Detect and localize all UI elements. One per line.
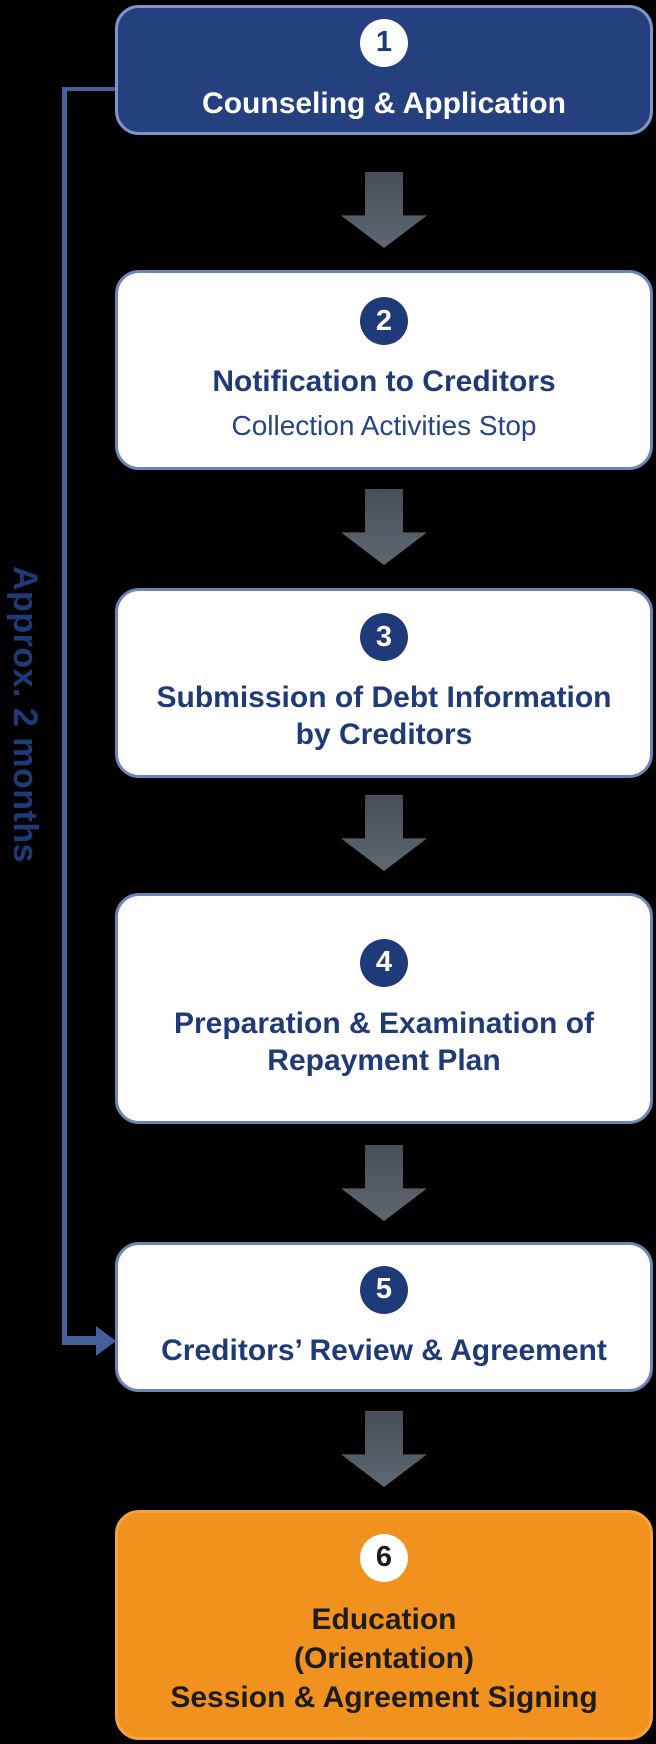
step-3-box: 3 Submission of Debt Information by Cred… — [115, 588, 653, 778]
timeline-bracket-top-segment — [62, 87, 115, 91]
step-1-number-badge: 1 — [360, 18, 408, 67]
timeline-bracket-vertical-line — [62, 87, 67, 1345]
step-2-box: 2 Notification to Creditors Collection A… — [115, 270, 653, 470]
step-5-number-badge: 5 — [360, 1265, 408, 1314]
step-1-title: Counseling & Application — [202, 86, 566, 120]
step-4-number-badge: 4 — [360, 938, 408, 987]
step-6-title-line-2: (Orientation) — [294, 1641, 474, 1675]
step-6-title-line-3: Session & Agreement Signing — [170, 1680, 598, 1714]
step-5-title: Creditors’ Review & Agreement — [161, 1333, 607, 1367]
step-6-title-line-1: Education — [311, 1602, 457, 1636]
timeline-label: Approx. 2 months — [6, 566, 44, 864]
timeline-arrowhead-icon — [96, 1326, 116, 1356]
step-4-title-line-1: Preparation & Examination of — [173, 1006, 595, 1040]
step-2-number-badge: 2 — [360, 297, 408, 345]
down-arrow-icon — [341, 1411, 427, 1487]
step-2-title: Notification to Creditors — [212, 365, 556, 398]
step-3-title-line-2: by Creditors — [295, 718, 473, 751]
step-6-number-badge: 6 — [360, 1533, 408, 1582]
down-arrow-icon — [341, 795, 427, 871]
step-2-subtitle: Collection Activities Stop — [231, 410, 537, 441]
down-arrow-icon — [341, 489, 427, 565]
step-1-box: 1 Counseling & Application — [115, 5, 653, 135]
down-arrow-icon — [341, 1145, 427, 1221]
timeline-bracket-bottom-segment — [62, 1336, 98, 1345]
step-3-title-line-1: Submission of Debt Information — [156, 681, 612, 714]
step-5-box: 5 Creditors’ Review & Agreement — [115, 1242, 653, 1392]
step-4-box: 4 Preparation & Examination of Repayment… — [115, 893, 653, 1124]
step-6-box: 6 Education (Orientation) Session & Agre… — [115, 1510, 653, 1740]
down-arrow-icon — [341, 172, 427, 248]
step-3-number-badge: 3 — [360, 613, 408, 661]
step-4-title-line-2: Repayment Plan — [267, 1043, 501, 1077]
